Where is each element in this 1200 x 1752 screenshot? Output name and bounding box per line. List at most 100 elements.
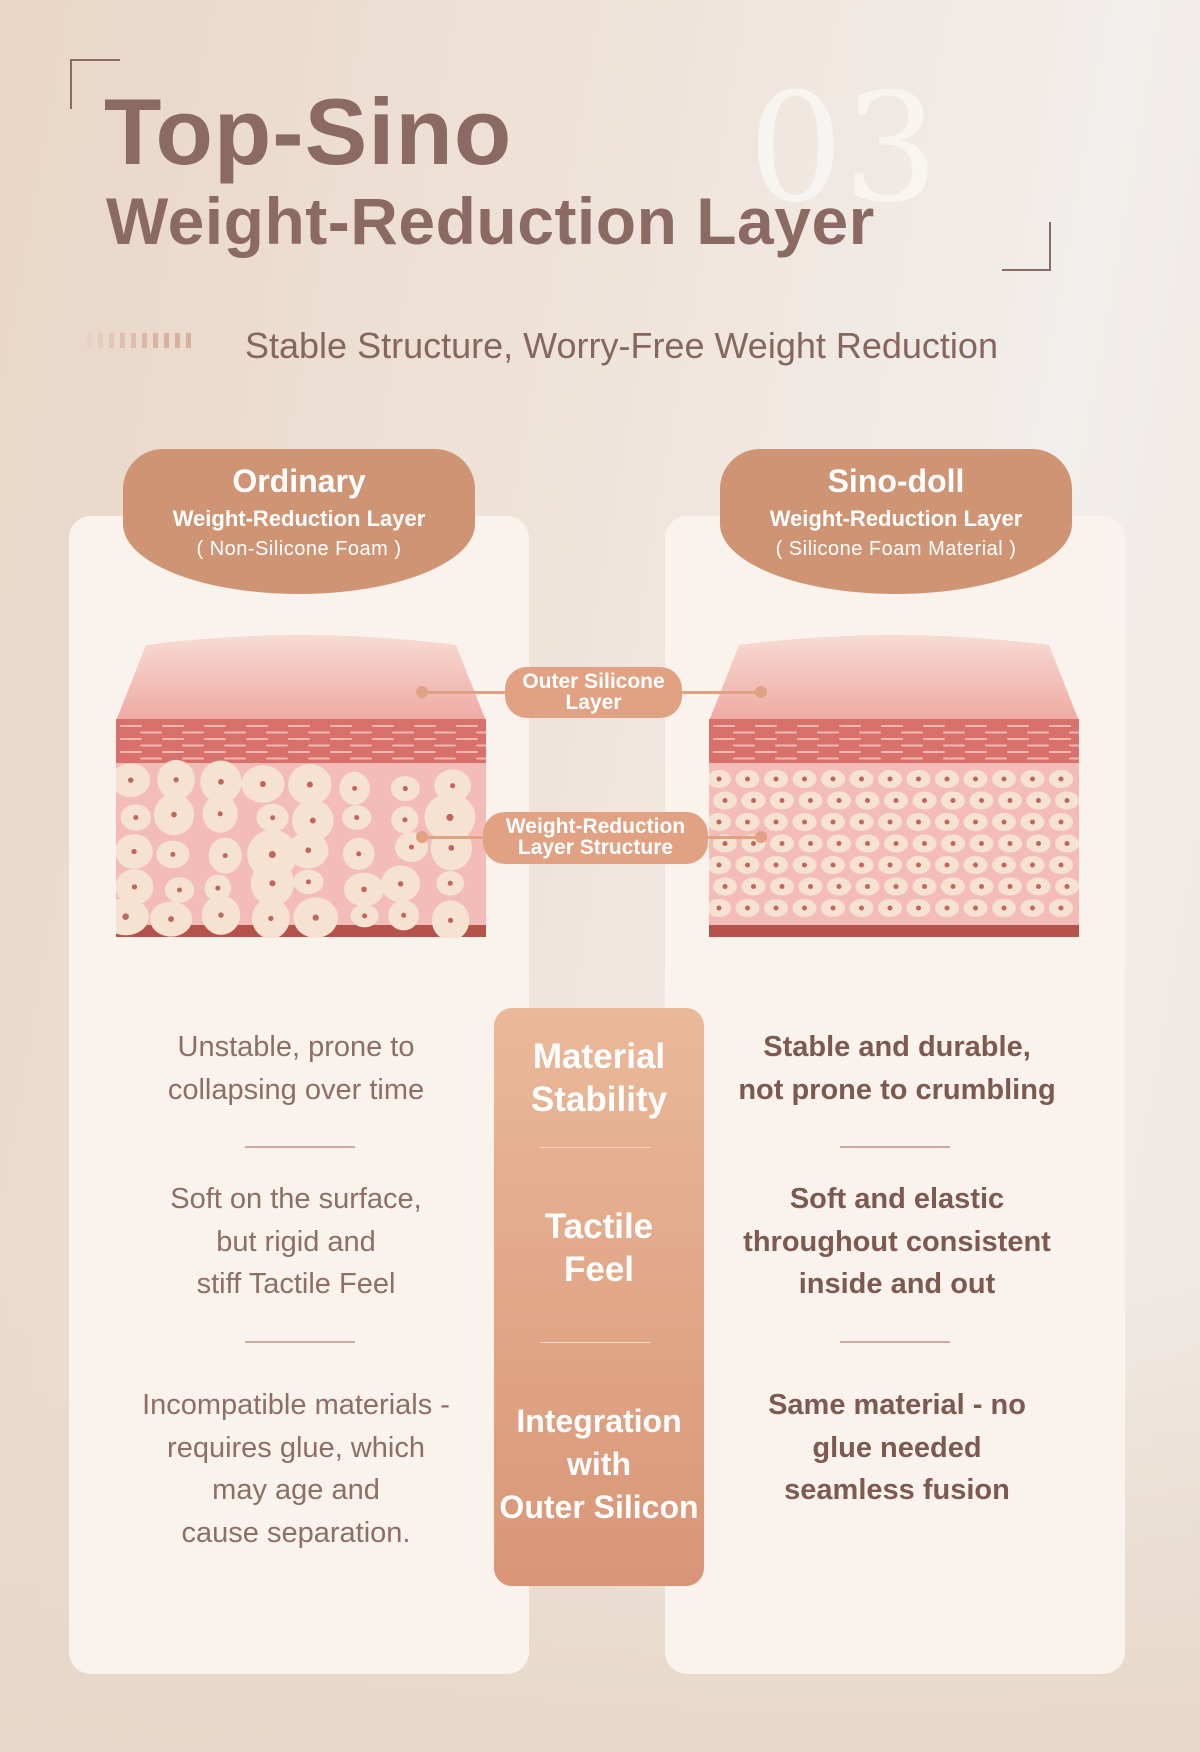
cell-nucleus bbox=[830, 905, 836, 911]
cell-nucleus bbox=[973, 776, 978, 782]
divider bbox=[245, 1341, 355, 1343]
cell-nucleus bbox=[447, 917, 454, 924]
cell-nucleus bbox=[168, 916, 174, 922]
band-streak bbox=[923, 738, 945, 740]
sino-doll-header: Sino-doll Weight-Reduction Layer ( Silic… bbox=[720, 449, 1072, 594]
band-streak bbox=[288, 725, 310, 727]
band-streak bbox=[120, 725, 142, 727]
cell-nucleus bbox=[830, 776, 836, 782]
band-streak bbox=[985, 731, 1007, 734]
corner-bracket-bottom-right bbox=[1002, 222, 1051, 271]
band-streak bbox=[881, 751, 903, 753]
cell-nucleus bbox=[773, 776, 779, 782]
cell-nucleus bbox=[215, 885, 221, 891]
band-streak bbox=[965, 738, 987, 740]
band-streak bbox=[224, 757, 246, 760]
band-streak bbox=[182, 757, 204, 760]
cell-nucleus bbox=[979, 841, 984, 846]
band-streak bbox=[839, 751, 861, 753]
cell-nucleus bbox=[887, 862, 893, 868]
text-line: but rigid and bbox=[216, 1225, 376, 1258]
cell-nucleus bbox=[1058, 776, 1064, 782]
text-line: inside and out bbox=[798, 1268, 996, 1300]
cell-nucleus bbox=[170, 851, 176, 857]
cell-nucleus bbox=[916, 776, 921, 782]
cell-nucleus bbox=[1058, 905, 1064, 911]
band-streak bbox=[797, 725, 819, 727]
cell-nucleus bbox=[830, 862, 836, 868]
criterion-line: with bbox=[567, 1446, 631, 1482]
band-streak bbox=[797, 751, 819, 753]
cell-nucleus bbox=[268, 850, 276, 858]
band-streak bbox=[266, 744, 288, 747]
cell-nucleus bbox=[865, 798, 870, 803]
page-subtitle: Weight-Reduction Layer bbox=[106, 184, 875, 258]
cell-nucleus bbox=[177, 887, 183, 893]
text-line: Incompatible materials - bbox=[142, 1389, 450, 1421]
band-streak bbox=[859, 757, 881, 760]
cell-nucleus bbox=[401, 912, 407, 918]
cell-nucleus bbox=[1007, 841, 1013, 846]
band-streak bbox=[392, 744, 414, 747]
band-streak bbox=[372, 751, 394, 753]
cell-nucleus bbox=[893, 884, 899, 889]
cell-nucleus bbox=[362, 913, 368, 919]
band-streak bbox=[775, 757, 797, 760]
band-streak bbox=[775, 744, 797, 747]
cell-nucleus bbox=[1058, 819, 1064, 825]
band-streak bbox=[923, 751, 945, 753]
cell-nucleus bbox=[802, 819, 807, 825]
cell-nucleus bbox=[305, 879, 311, 885]
label-line: Layer bbox=[565, 691, 622, 714]
cell-nucleus bbox=[402, 817, 408, 823]
cell-nucleus bbox=[745, 819, 750, 825]
cell-nucleus bbox=[173, 777, 179, 783]
band-streak bbox=[288, 738, 310, 740]
cell-nucleus bbox=[309, 817, 316, 824]
connector-dot bbox=[416, 686, 428, 698]
text-line: cause separation. bbox=[181, 1516, 411, 1549]
band-streak bbox=[266, 731, 288, 734]
cell-nucleus bbox=[305, 847, 312, 854]
band-streak bbox=[476, 744, 486, 747]
cell-nucleus bbox=[916, 819, 921, 825]
cell-nucleus bbox=[352, 785, 358, 791]
band-streak bbox=[1069, 731, 1079, 734]
band-streak bbox=[120, 751, 142, 753]
criterion-line: Outer Silicon bbox=[499, 1489, 699, 1525]
cell-nucleus bbox=[217, 811, 223, 817]
label-line: Weight-Reduction bbox=[505, 815, 686, 838]
text-line: Soft and elastic bbox=[789, 1183, 1005, 1215]
cell-nucleus bbox=[716, 862, 722, 868]
cell-nucleus bbox=[944, 862, 950, 868]
cell-nucleus bbox=[745, 905, 750, 911]
text-line: Unstable, prone to bbox=[177, 1031, 415, 1063]
band-streak bbox=[733, 757, 755, 760]
band-streak bbox=[839, 725, 861, 727]
band-streak bbox=[839, 738, 861, 740]
cell-nucleus bbox=[836, 841, 842, 846]
cell-nucleus bbox=[222, 853, 228, 859]
band-streak bbox=[434, 731, 456, 734]
cell-nucleus bbox=[354, 815, 360, 821]
band-streak bbox=[1027, 757, 1049, 760]
band-streak bbox=[246, 725, 268, 727]
band-streak bbox=[1007, 738, 1029, 740]
cell-nucleus bbox=[306, 781, 313, 788]
cell-nucleus bbox=[722, 841, 728, 846]
criterion-line: Integration bbox=[516, 1403, 682, 1439]
text-line: not prone to crumbling bbox=[738, 1073, 1056, 1106]
band-streak bbox=[943, 744, 965, 747]
cell-nucleus bbox=[893, 798, 899, 803]
band-streak bbox=[456, 725, 478, 727]
sino-doll-material: ( Silicone Foam Material ) bbox=[775, 538, 1017, 560]
ordinary-name: Ordinary bbox=[232, 463, 366, 499]
cell-nucleus bbox=[722, 884, 728, 889]
sino-doll-point-stability: Stable and durable,not prone to crumblin… bbox=[687, 1026, 1107, 1111]
text-line: throughout consistent bbox=[743, 1225, 1051, 1258]
sino-doll-layer-illustration bbox=[709, 635, 1079, 937]
cell-nucleus bbox=[916, 905, 921, 911]
cell-nucleus bbox=[716, 905, 722, 911]
cell-nucleus bbox=[950, 884, 956, 889]
outer-silicone-layer bbox=[116, 635, 486, 721]
